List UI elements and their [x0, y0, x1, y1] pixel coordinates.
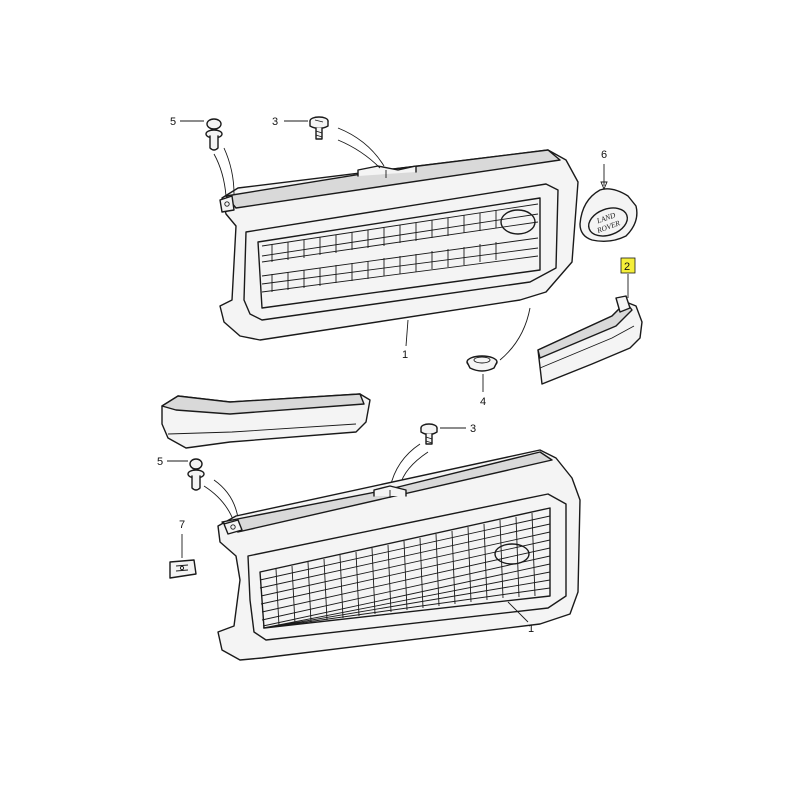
assembly-line-5-lower — [203, 479, 239, 523]
callout-5-upper: 5 — [170, 116, 176, 128]
callout-6: 6 — [601, 149, 607, 161]
leader-1-upper — [405, 319, 409, 347]
assembly-line-5-upper — [213, 147, 235, 197]
screw-upper[interactable] — [309, 116, 329, 140]
badge[interactable]: LAND ROVER — [579, 188, 638, 243]
callout-4: 4 — [480, 396, 486, 408]
lower-grille[interactable] — [217, 449, 581, 661]
trim-left[interactable] — [161, 393, 371, 449]
bracket[interactable] — [169, 559, 197, 579]
assembly-line-4 — [499, 307, 531, 361]
callout-1-lower: 1 — [528, 623, 534, 635]
upper-grille[interactable] — [219, 149, 579, 341]
callout-5-lower: 5 — [157, 456, 163, 468]
callout-1-upper: 1 — [402, 349, 408, 361]
leader-1-lower — [507, 601, 529, 623]
assembly-line-3-upper — [337, 127, 385, 169]
callout-2: 2 — [624, 261, 630, 273]
screw-lower[interactable] — [420, 423, 438, 445]
grommet[interactable] — [466, 355, 498, 372]
callout-7: 7 — [179, 519, 185, 531]
clip-upper[interactable] — [205, 118, 223, 151]
callout-3-upper: 3 — [272, 116, 278, 128]
trim-right[interactable] — [537, 295, 643, 385]
callout-3-lower: 3 — [470, 423, 476, 435]
callout-2-highlight — [620, 257, 636, 274]
clip-lower[interactable] — [187, 458, 205, 491]
